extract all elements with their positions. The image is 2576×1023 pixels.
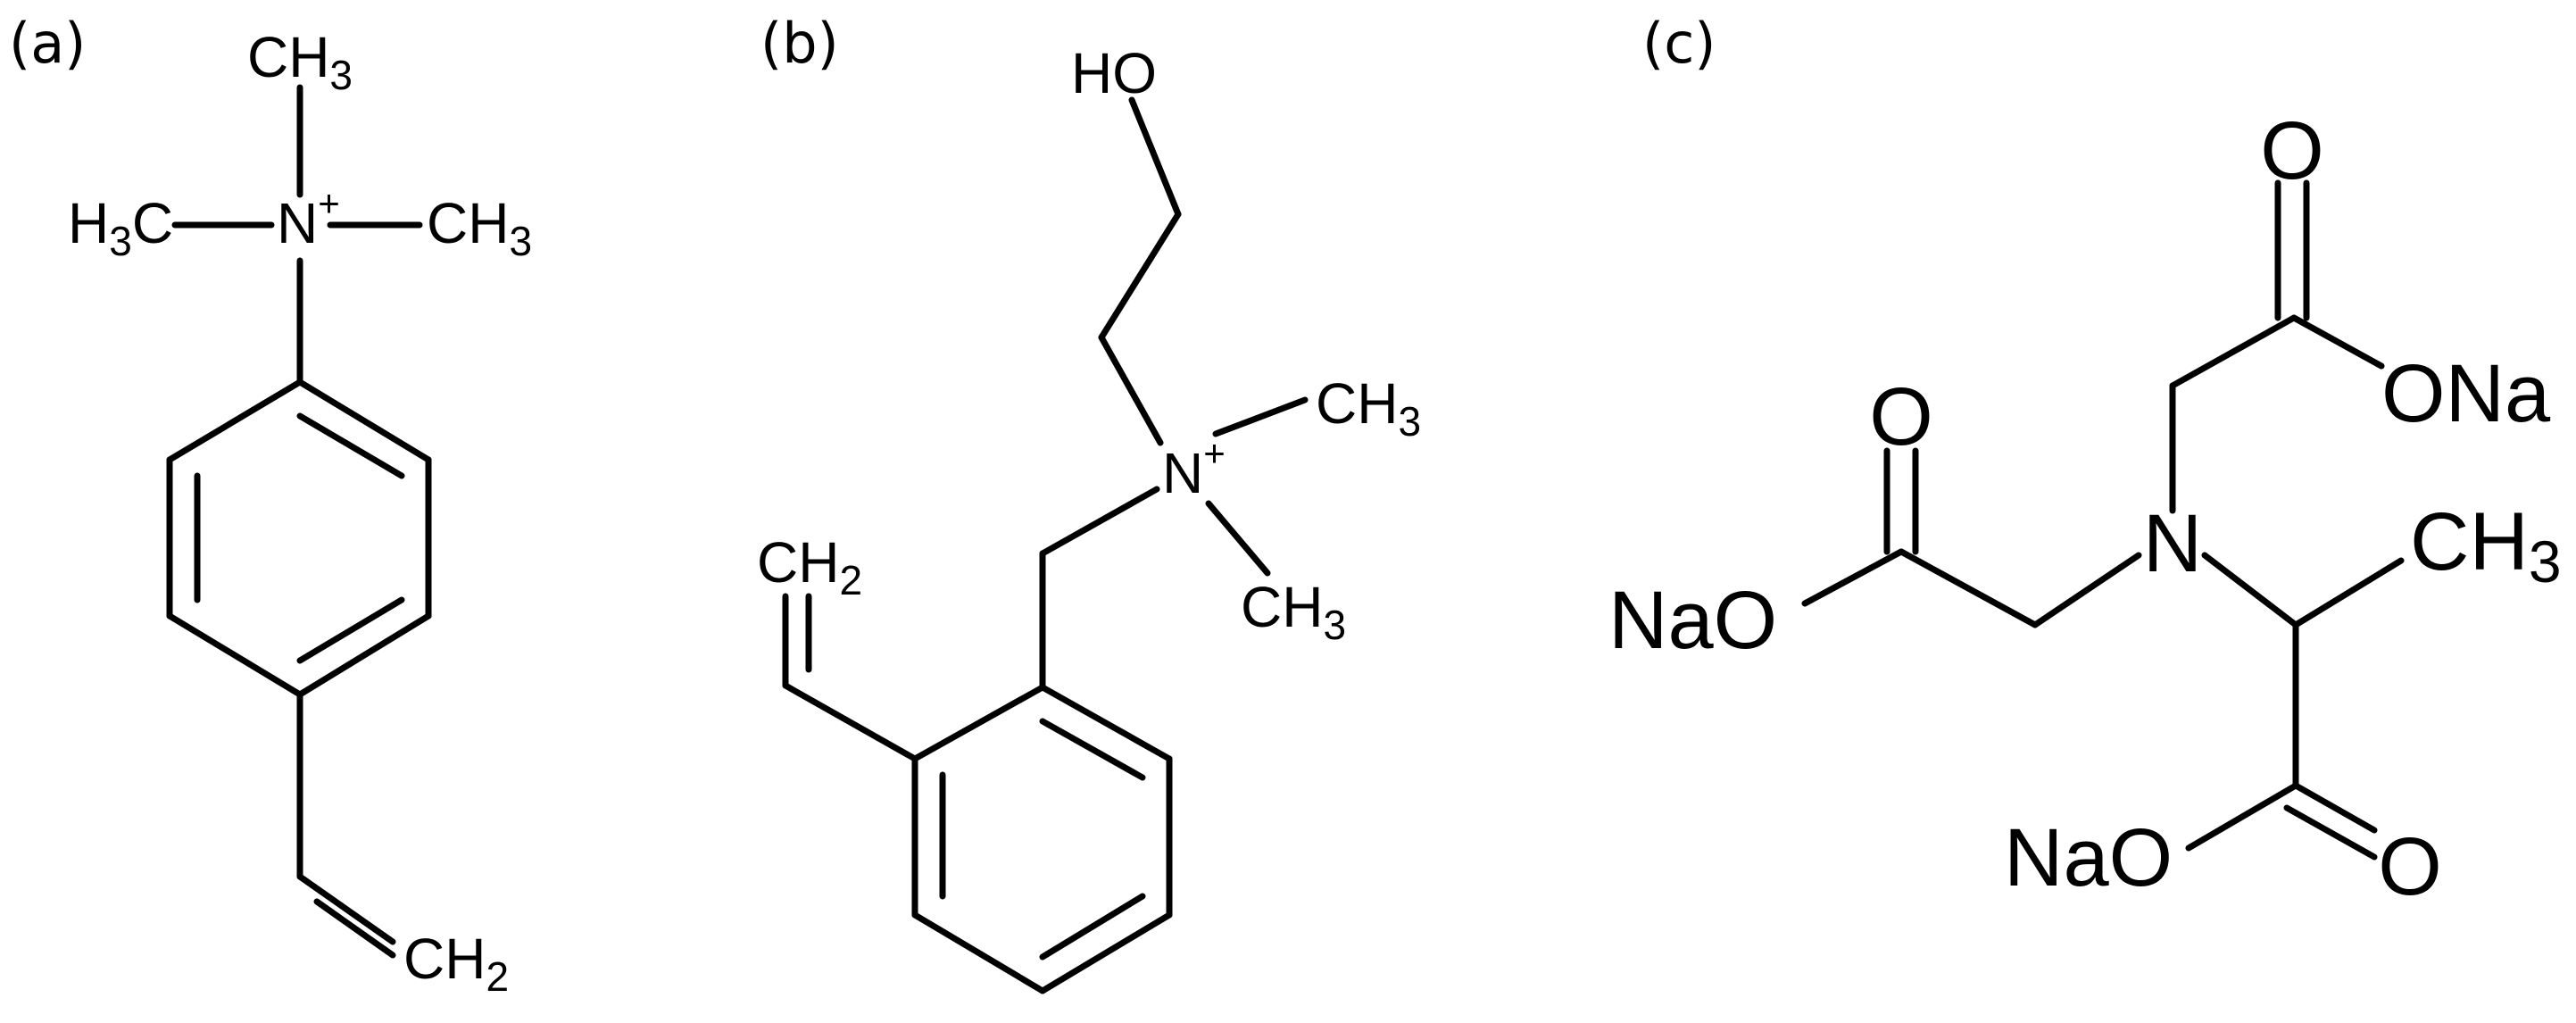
atom-label-nitrogen: N bbox=[2143, 498, 2202, 589]
atom-label-carbonyl-o-top: O bbox=[2260, 105, 2324, 196]
panel-a: (a) CH3 H3C N+ CH3 CH2 bbox=[9, 11, 532, 1000]
atom-label-carbonyl-o-left: O bbox=[1869, 371, 1933, 462]
atom-label-ona-top: ONa bbox=[2381, 348, 2551, 439]
panel-label-b: (b) bbox=[760, 11, 839, 76]
atom-label-carbonyl-o-bottom: O bbox=[2378, 821, 2442, 912]
atom-label-hydroxyl: HO bbox=[1071, 41, 1157, 105]
panel-a-bonds bbox=[166, 84, 432, 959]
atom-label-vinyl-ch2: CH2 bbox=[757, 530, 862, 603]
atom-label-vinyl-ch2: CH2 bbox=[403, 927, 509, 1000]
atom-label-nitrogen-cation: N+ bbox=[1162, 432, 1226, 505]
atom-label-nao-bottom: NaO bbox=[2004, 812, 2173, 903]
panel-c-bonds bbox=[1801, 179, 2405, 861]
panel-c: (c) O ONa O NaO N CH3 NaO bbox=[1608, 11, 2562, 912]
atom-label-methyl: CH3 bbox=[2410, 496, 2562, 595]
atom-label-right-methyl: CH3 bbox=[427, 191, 532, 264]
atom-label-methyl-upper: CH3 bbox=[1316, 371, 1421, 445]
atom-label-nitrogen-cation: N+ bbox=[277, 182, 340, 255]
atom-label-nao-left: NaO bbox=[1608, 575, 1777, 666]
panel-label-a: (a) bbox=[9, 11, 86, 76]
atom-label-top-methyl: CH3 bbox=[247, 25, 353, 98]
panel-label-c: (c) bbox=[1642, 11, 1716, 76]
atom-label-left-methyl: H3C bbox=[68, 191, 173, 264]
atom-label-methyl-lower: CH3 bbox=[1241, 575, 1346, 648]
panel-b-bonds bbox=[782, 96, 1309, 994]
panel-b: (b) HO N+ CH3 CH3 bbox=[757, 11, 1421, 994]
